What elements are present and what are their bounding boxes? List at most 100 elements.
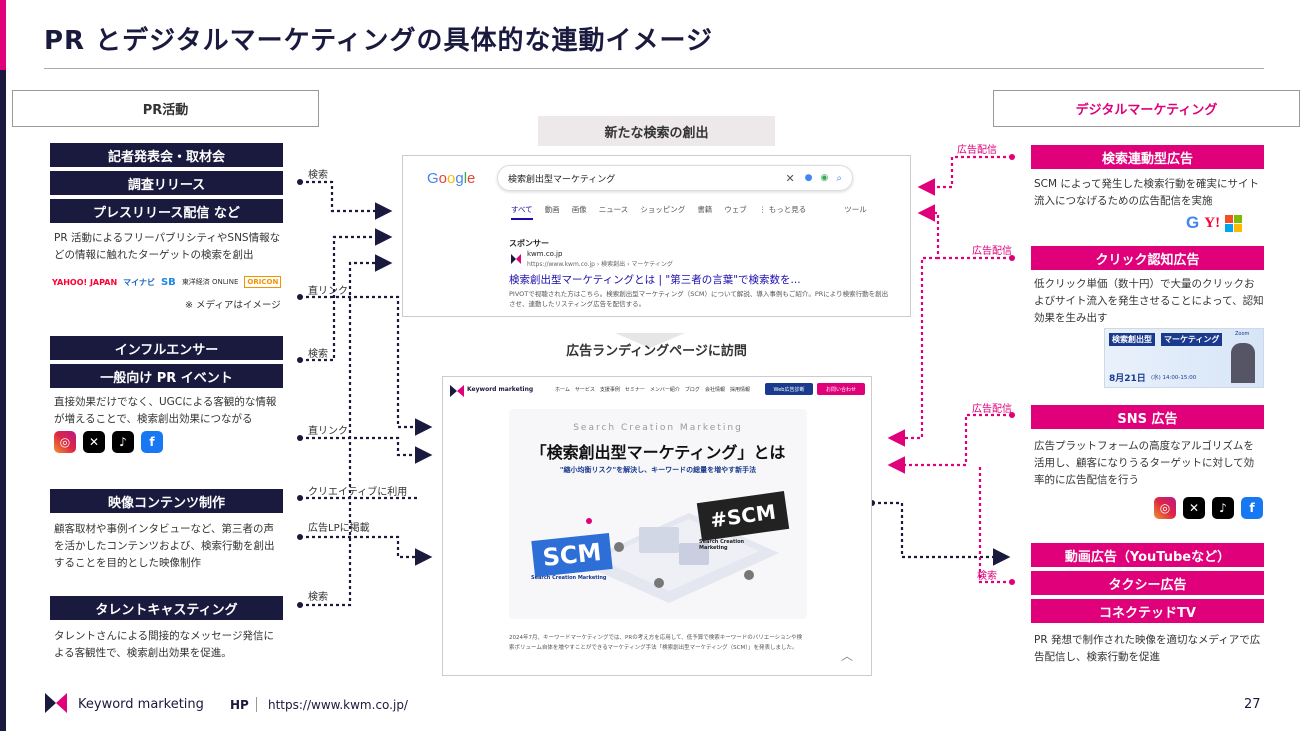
lp-tag-sub: Search Creation Marketing — [699, 539, 745, 551]
ad-platform-logos: G Y! — [1186, 213, 1243, 233]
google-search-screenshot: Google 検索創出型マーケティング ✕ ● ◉ ⌕ すべて 動画 画像 ニュ… — [402, 155, 911, 317]
google-logo: Google — [427, 170, 476, 187]
search-icon[interactable]: ⌕ — [836, 172, 842, 184]
pr-item-video-content: 映像コンテンツ制作 — [50, 489, 283, 513]
google-tab-more[interactable]: ⋮ もっと見る — [758, 205, 807, 214]
google-tab-all[interactable]: すべて — [511, 204, 533, 220]
search-creation-label: 新たな検索の創出 — [538, 116, 775, 146]
mic-icon[interactable]: ● — [804, 173, 813, 183]
lp-brand: Keyword marketing — [467, 386, 534, 393]
instagram-icon: ◎ — [54, 431, 76, 453]
video-ad-description: PR 発想で制作された映像を適切なメディアで広告配信し、検索行動を促進 — [1034, 634, 1261, 663]
result-title-link[interactable]: 検索創出型マーケティングとは | "第三者の言葉"で検索数を... — [509, 274, 801, 286]
clear-icon[interactable]: ✕ — [785, 171, 795, 185]
lp-nav: ホーム サービス 支援事例 セミナー メンバー紹介 ブログ 会社情報 採用情報 — [555, 386, 750, 393]
mynavi-logo: マイナビ — [123, 277, 155, 287]
footer-divider — [256, 697, 257, 712]
label-lp-post: 広告LPに掲載 — [308, 523, 370, 534]
digital-item-connected-tv: コネクテッドTV — [1031, 599, 1264, 623]
x-icon: ✕ — [83, 431, 105, 453]
label-direct-link-2: 直リンク — [308, 426, 348, 437]
kwm-favicon — [509, 251, 523, 265]
lp-nav-home[interactable]: ホーム — [555, 387, 570, 393]
media-logos: YAHOO! JAPAN マイナビ SB 東洋経済 ONLINE ORICON — [52, 272, 284, 292]
toyokeizai-logo: 東洋経済 ONLINE — [181, 278, 239, 286]
footer-brand: Keyword marketing — [78, 697, 204, 712]
pr-group4-description: タレントさんによる間接的なメッセージ発信による客観性で、検索創出効果を促進。 — [54, 630, 274, 659]
banner-date: 8月21日 — [1109, 374, 1146, 384]
click-ad-description: 低クリック単価（数十円）で大量のクリックおよびサイト流入を発生させることによって… — [1034, 278, 1264, 324]
scroll-up-icon[interactable]: ︿ — [841, 649, 854, 663]
side-accent-bar — [0, 0, 6, 731]
label-ad-delivery-3: 広告配信 — [972, 404, 1012, 415]
lp-nav-members[interactable]: メンバー紹介 — [649, 387, 680, 393]
lp-subhead: "縮小均衡リスク"を解決し、キーワードの総量を増やす新手法 — [559, 466, 757, 474]
media-note: ※ メディアはイメージ — [185, 300, 281, 311]
label-search-1: 検索 — [308, 170, 328, 181]
result-site: kwm.co.jp — [527, 250, 563, 258]
pr-activities-tab: PR活動 — [12, 90, 319, 127]
landing-page-label: 広告ランディングページに訪問 — [566, 344, 747, 359]
facebook-icon: f — [1241, 497, 1263, 519]
pr-item-pr-event: 一般向け PR イベント — [50, 364, 283, 388]
label-ad-delivery-1: 広告配信 — [957, 145, 997, 156]
lp-hero: Search Creation Marketing 「検索創出型マーケティング」… — [509, 409, 807, 619]
digital-item-taxi-ad: タクシー広告 — [1031, 571, 1264, 595]
banner-tag: Zoom — [1235, 331, 1250, 337]
lp-eyebrow: Search Creation Marketing — [573, 423, 743, 433]
label-search-2: 検索 — [308, 349, 328, 360]
x-icon: ✕ — [1183, 497, 1205, 519]
label-creative-use: クリエイティブに利用 — [308, 487, 408, 498]
footer-logo-icon — [44, 692, 68, 714]
pr-item-survey-release: 調査リリース — [50, 171, 283, 195]
pr-item-influencer: インフルエンサー — [50, 336, 283, 360]
lp-contact-button[interactable]: お問い合わせ — [817, 383, 865, 395]
google-tab-video[interactable]: 動画 — [544, 205, 560, 214]
search-ad-description: SCM によって発生した検索行動を確実にサイト流入につなげるための広告配信を実施 — [1034, 178, 1260, 207]
google-tab-news[interactable]: ニュース — [598, 205, 629, 214]
label-ad-delivery-2: 広告配信 — [972, 246, 1012, 257]
lp-diagnosis-button[interactable]: Web広告診断 — [765, 383, 813, 395]
lp-nav-company[interactable]: 会社情報 — [704, 387, 725, 393]
page-number: 27 — [1244, 697, 1261, 712]
seminar-banner: 検索創出型 マーケティング 8月21日 (水) 14:00-15:00 Zoom — [1104, 328, 1264, 388]
lp-headline: 「検索創出型マーケティング」とは — [530, 443, 786, 462]
result-url: https://www.kwm.co.jp › 検索創出 › マーケティング — [527, 261, 673, 268]
google-tab-images[interactable]: 画像 — [571, 205, 587, 214]
google-tab-tools[interactable]: ツール — [844, 205, 867, 214]
instagram-icon: ◎ — [1154, 497, 1176, 519]
landing-page-screenshot: Keyword marketing ホーム サービス 支援事例 セミナー メンバ… — [442, 376, 872, 676]
google-tab-books[interactable]: 書籍 — [697, 205, 713, 214]
digital-item-video-ad: 動画広告（YouTubeなど） — [1031, 543, 1264, 567]
footer-url-link[interactable]: https://www.kwm.co.jp/ — [268, 698, 408, 712]
lens-icon[interactable]: ◉ — [820, 173, 829, 183]
tiktok-icon: ♪ — [1212, 497, 1234, 519]
microsoft-icon — [1225, 214, 1243, 232]
digital-item-sns-ad: SNS 広告 — [1031, 405, 1264, 429]
lp-nav-service[interactable]: サービス — [574, 387, 595, 393]
google-tab-web[interactable]: ウェブ — [724, 205, 747, 214]
side-accent-pink — [0, 0, 6, 70]
tiktok-icon: ♪ — [112, 431, 134, 453]
google-search-box[interactable]: 検索創出型マーケティング ✕ ● ◉ ⌕ — [497, 165, 853, 191]
banner-title-2: マーケティング — [1161, 333, 1223, 346]
pr-item-press-conference: 記者発表会・取材会 — [50, 143, 283, 167]
google-search-query: 検索創出型マーケティング — [508, 174, 616, 185]
lp-nav-blog[interactable]: ブログ — [684, 387, 700, 393]
pr-group3-description: 顧客取材や事例インタビューなど、第三者の声を活かしたコンテンツおよび、検索行動を… — [54, 523, 275, 569]
pr-group1-description: PR 活動によるフリーパブリシティやSNS情報などの情報に触れたターゲットの検索… — [54, 232, 281, 261]
oricon-logo: ORICON — [244, 276, 282, 288]
digital-item-search-ad: 検索連動型広告 — [1031, 145, 1264, 169]
facebook-icon: f — [141, 431, 163, 453]
lp-nav-seminar[interactable]: セミナー — [624, 387, 645, 393]
sns-ad-description: 広告プラットフォームの高度なアルゴリズムを活用し、顧客になりうるターゲットに対し… — [1034, 440, 1255, 486]
digital-marketing-tab: デジタルマーケティング — [993, 90, 1300, 127]
lp-nav-cases[interactable]: 支援事例 — [599, 387, 620, 393]
lp-nav-recruit[interactable]: 採用情報 — [729, 387, 750, 393]
label-search-3: 検索 — [308, 592, 328, 603]
footer-hp-label: HP — [230, 698, 249, 712]
lp-body: 2024年7月、キーワードマーケティングでは、PRの考え方を応用して、低予算で検… — [509, 635, 803, 651]
google-tab-shopping[interactable]: ショッピング — [640, 205, 686, 214]
google-tabs: すべて 動画 画像 ニュース ショッピング 書籍 ウェブ ⋮ もっと見る ツール — [511, 204, 867, 220]
